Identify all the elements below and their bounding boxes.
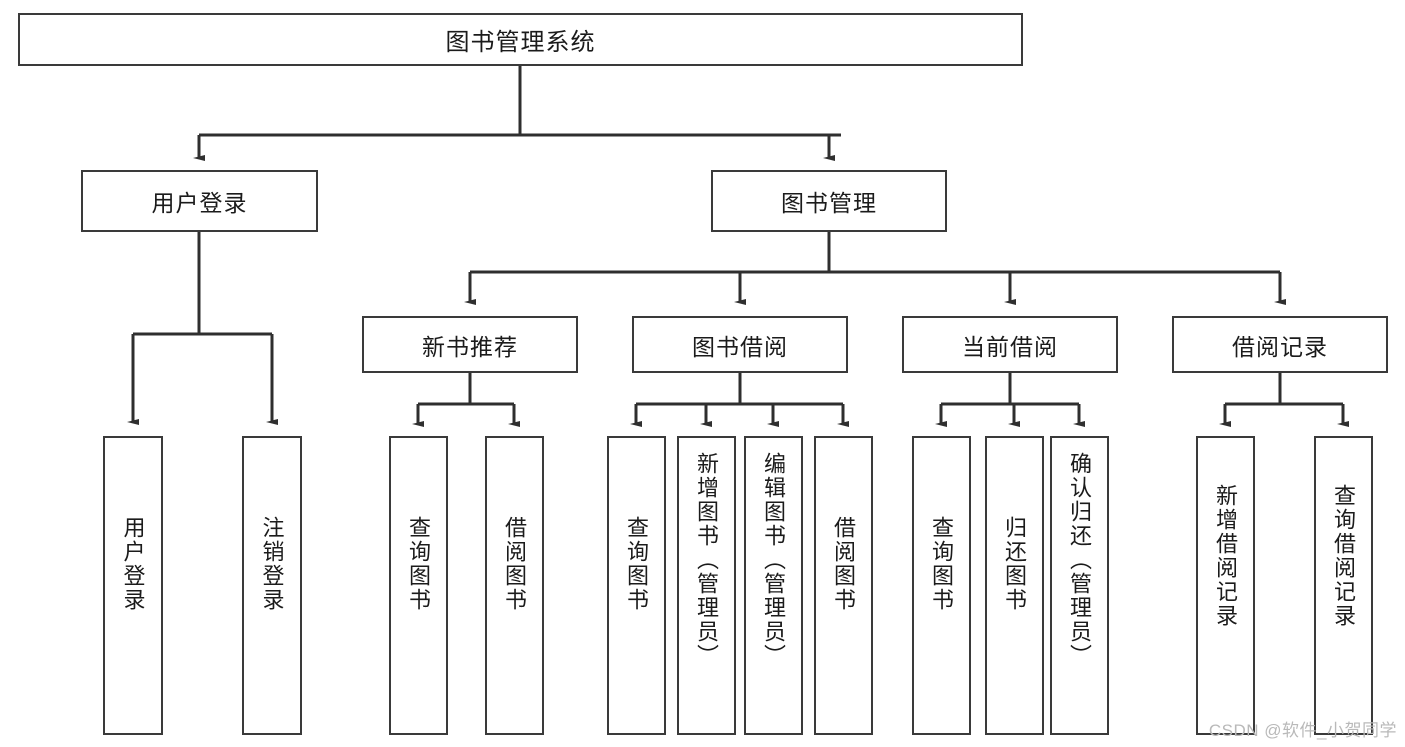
leaf-confirm-return[interactable]: 确认归还（管理员）	[1050, 436, 1109, 735]
leaf-query-book-1-label: 查询图书	[406, 516, 432, 612]
node-borrow-record-label: 借阅记录	[1232, 333, 1328, 360]
leaf-confirm-return-label: 确认归还（管理员）	[1067, 452, 1093, 668]
leaf-add-record[interactable]: 新增借阅记录	[1196, 436, 1255, 735]
leaf-return-book-label: 归还图书	[1002, 516, 1028, 612]
leaf-query-book-3[interactable]: 查询图书	[912, 436, 971, 735]
leaf-add-book-label: 新增图书（管理员）	[694, 452, 720, 668]
leaf-user-logout-label: 注销登录	[259, 516, 285, 612]
leaf-user-logout[interactable]: 注销登录	[242, 436, 302, 735]
node-new-book-rec-label: 新书推荐	[422, 333, 518, 360]
leaf-query-record-label: 查询借阅记录	[1331, 484, 1357, 628]
leaf-query-record[interactable]: 查询借阅记录	[1314, 436, 1373, 735]
leaf-user-login-label: 用户登录	[120, 516, 146, 612]
leaf-query-book-2[interactable]: 查询图书	[607, 436, 666, 735]
leaf-add-book[interactable]: 新增图书（管理员）	[677, 436, 736, 735]
leaf-edit-book-label: 编辑图书（管理员）	[761, 452, 787, 668]
leaf-borrow-book-1[interactable]: 借阅图书	[485, 436, 544, 735]
leaf-add-record-label: 新增借阅记录	[1213, 484, 1239, 628]
leaf-query-book-2-label: 查询图书	[624, 516, 650, 612]
leaf-query-book-1[interactable]: 查询图书	[389, 436, 448, 735]
node-book-borrow[interactable]: 图书借阅	[632, 316, 848, 373]
leaf-return-book[interactable]: 归还图书	[985, 436, 1044, 735]
leaf-borrow-book-1-label: 借阅图书	[502, 516, 528, 612]
node-user-login[interactable]: 用户登录	[81, 170, 318, 232]
node-book-manage-label: 图书管理	[781, 190, 877, 216]
csdn-watermark: CSDN @软件_小贺同学	[1208, 721, 1397, 740]
node-borrow-record[interactable]: 借阅记录	[1172, 316, 1388, 373]
leaf-edit-book[interactable]: 编辑图书（管理员）	[744, 436, 803, 735]
node-user-login-label: 用户登录	[151, 190, 248, 216]
node-book-borrow-label: 图书借阅	[692, 333, 788, 360]
leaf-query-book-3-label: 查询图书	[929, 516, 955, 612]
node-current-borrow[interactable]: 当前借阅	[902, 316, 1118, 373]
node-root-label: 图书管理系统	[445, 29, 596, 56]
leaf-borrow-book-2-label: 借阅图书	[831, 516, 857, 612]
node-root[interactable]: 图书管理系统	[18, 13, 1023, 66]
node-new-book-rec[interactable]: 新书推荐	[362, 316, 578, 373]
leaf-user-login[interactable]: 用户登录	[103, 436, 163, 735]
leaf-borrow-book-2[interactable]: 借阅图书	[814, 436, 873, 735]
node-current-borrow-label: 当前借阅	[962, 333, 1058, 360]
node-book-manage[interactable]: 图书管理	[711, 170, 947, 232]
